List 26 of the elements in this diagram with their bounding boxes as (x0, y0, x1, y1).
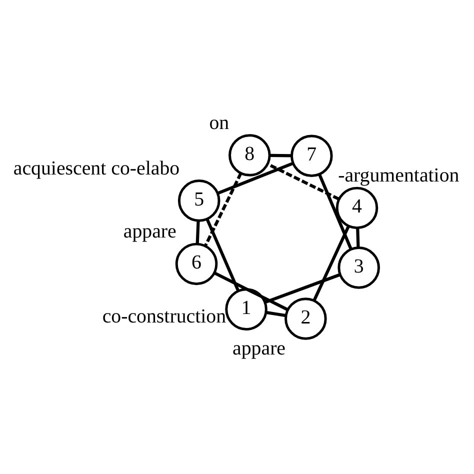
connector (196, 220, 200, 244)
node-circle: 6 (175, 242, 218, 286)
node-circle: 8 (228, 134, 271, 176)
node-circle: 5 (178, 180, 220, 222)
node-circle: 2 (284, 298, 327, 340)
node-circle: 3 (338, 246, 380, 289)
connector (312, 226, 350, 302)
connector (214, 272, 288, 312)
connector (204, 172, 242, 247)
connector (270, 154, 292, 158)
connector (356, 228, 360, 248)
node-circle: 1 (225, 288, 268, 330)
node-label: appare (232, 338, 286, 360)
node-circle: 7 (290, 134, 333, 177)
connector (318, 174, 352, 250)
connector (217, 162, 294, 195)
node-label: appare (123, 220, 176, 243)
connector (264, 273, 340, 304)
connector (266, 310, 286, 318)
node-label: acquiescent co-elabo (13, 157, 180, 180)
connector (206, 218, 240, 292)
connector (266, 162, 340, 200)
node-label: on (209, 112, 230, 134)
node-circle: 4 (336, 186, 378, 230)
node-label: co-construction (102, 306, 226, 328)
node-label: -argumentation (338, 164, 460, 187)
